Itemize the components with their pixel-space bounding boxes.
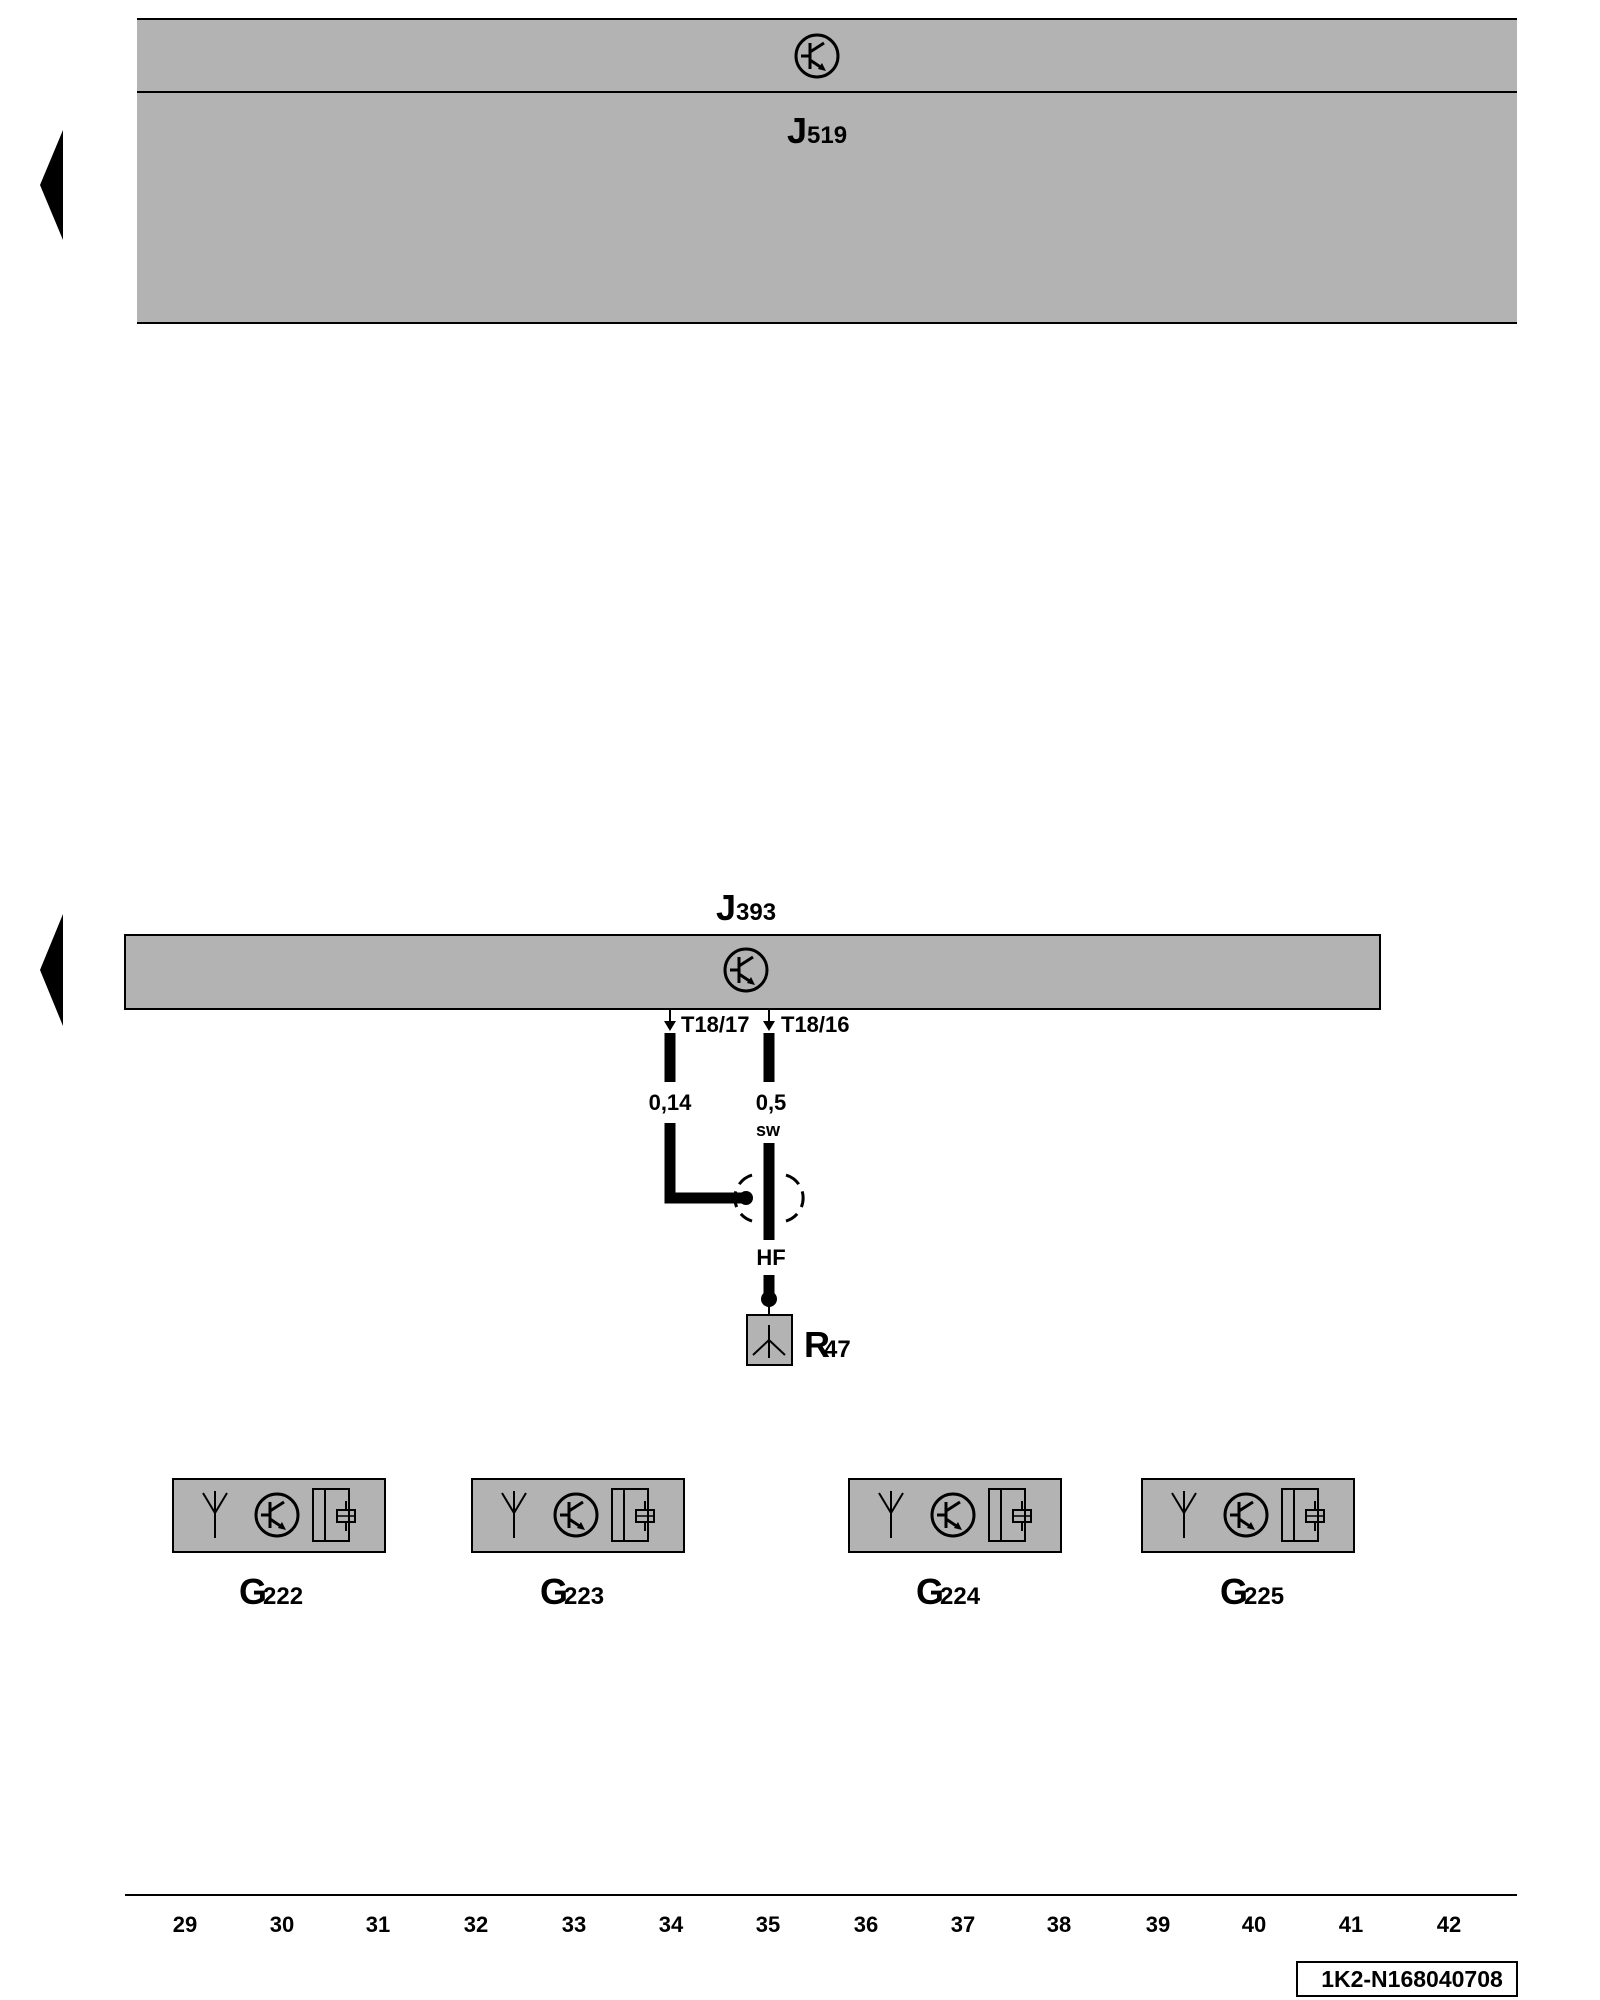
wire-t18-17	[664, 1033, 746, 1204]
column-number: 29	[173, 1912, 197, 1937]
nav-left-arrow-top[interactable]	[40, 130, 63, 240]
svg-text:G224: G224	[916, 1571, 981, 1612]
column-number: 41	[1339, 1912, 1363, 1937]
sensor-label: G	[1220, 1571, 1248, 1612]
antenna-sub: 47	[824, 1336, 851, 1363]
column-numbers: 29 30 31 32 33 34 35 36 37 38 39 40 41 4…	[173, 1912, 1461, 1937]
pin-label-t18-17: T18/17	[681, 1012, 750, 1037]
module-j393-sub: 393	[736, 899, 776, 926]
wire-color-label: sw	[756, 1120, 781, 1140]
module-j519: J519	[137, 18, 1517, 324]
column-number: 42	[1437, 1912, 1461, 1937]
antenna-icon	[752, 1325, 786, 1358]
svg-text:G225: G225	[1220, 1571, 1284, 1612]
column-number: 35	[756, 1912, 780, 1937]
antenna-r47	[746, 1291, 793, 1366]
svg-text:G223: G223	[540, 1571, 604, 1612]
coax-shield-junction	[733, 1173, 805, 1223]
svg-text:J519: J519	[787, 110, 847, 151]
module-j393-label: J	[716, 887, 736, 928]
svg-text:G222: G222	[239, 1571, 303, 1612]
doc-id-box	[1296, 1961, 1518, 1997]
column-number: 36	[854, 1912, 878, 1937]
sensor-sub: 224	[940, 1583, 981, 1610]
column-number: 34	[659, 1912, 684, 1937]
sensor-label: G	[916, 1571, 944, 1612]
svg-text:R47: R47	[804, 1324, 851, 1365]
sensor-sub: 225	[1244, 1583, 1284, 1610]
module-j519-sub: 519	[807, 122, 847, 149]
sensor-sub: 222	[263, 1583, 303, 1610]
column-number: 40	[1242, 1912, 1266, 1937]
sensor-g222	[173, 1479, 385, 1552]
doc-id: 1K2-N168040708	[1321, 1966, 1503, 1992]
antenna-label: R	[804, 1324, 830, 1365]
wire-size-label: 0,14	[649, 1090, 693, 1115]
sensor-sub: 223	[564, 1583, 604, 1610]
module-j393: J393	[124, 887, 1381, 1010]
sensor-label: G	[239, 1571, 267, 1612]
column-number: 39	[1146, 1912, 1170, 1937]
hf-label: HF	[756, 1245, 785, 1270]
column-number: 32	[464, 1912, 488, 1937]
nav-left-arrow-bottom[interactable]	[40, 914, 63, 1026]
sensor-g225	[1142, 1479, 1354, 1552]
module-j519-label: J	[787, 110, 807, 151]
svg-text:J393: J393	[716, 887, 776, 928]
sensor-g223	[472, 1479, 684, 1552]
column-number: 31	[366, 1912, 390, 1937]
column-number: 37	[951, 1912, 975, 1937]
column-number: 38	[1047, 1912, 1071, 1937]
column-number: 30	[270, 1912, 294, 1937]
wire-size-label: 0,5	[756, 1090, 787, 1115]
pin-connector-t18-17	[664, 1010, 676, 1031]
pin-label-t18-16: T18/16	[781, 1012, 850, 1037]
sensor-g224	[849, 1479, 1061, 1552]
sensor-label: G	[540, 1571, 568, 1612]
column-number: 33	[562, 1912, 586, 1937]
pin-connector-t18-16	[763, 1010, 775, 1031]
